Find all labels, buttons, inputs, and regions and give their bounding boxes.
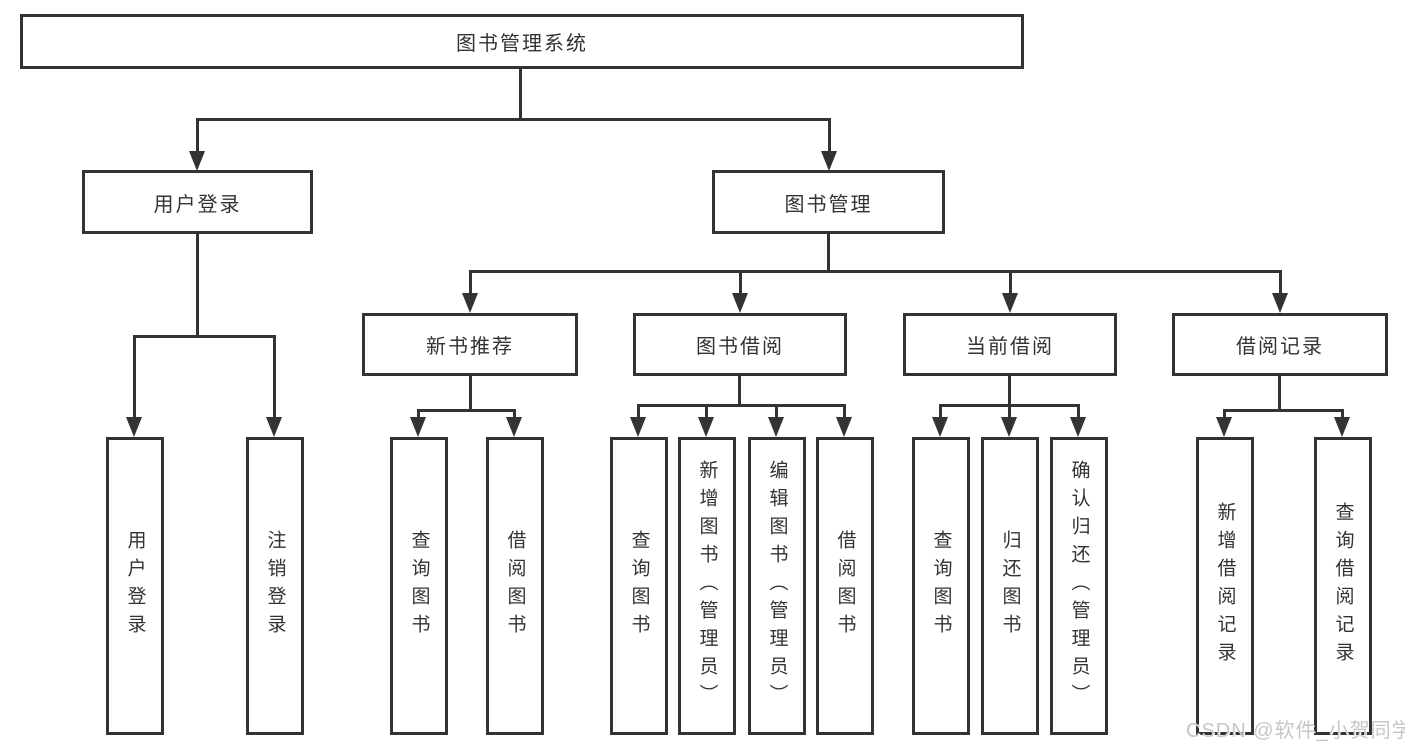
arrow-down-icon [126,417,142,437]
connector-line [739,270,742,294]
arrow-down-icon [410,417,426,437]
node-label: 新书推荐 [426,336,514,358]
leaf-label: 查询图书 [408,530,430,642]
connector-line [775,404,778,419]
leaf-label: 用户登录 [124,530,146,642]
leaf-label: 查询图书 [930,530,952,642]
connector-line [705,404,708,419]
node-library-management-system: 图书管理系统 [20,14,1024,69]
leaf-label: 查询借阅记录 [1332,502,1354,670]
arrow-down-icon [1002,293,1018,313]
arrow-down-icon [1334,417,1350,437]
leaf-query-books-borrowing: 查询图书 [610,437,668,735]
connector-line [196,118,831,121]
arrow-down-icon [1001,417,1017,437]
connector-line [417,409,516,412]
connector-line [133,335,276,338]
arrow-down-icon [506,417,522,437]
leaf-label: 新增借阅记录 [1214,502,1236,670]
connector-line [469,270,1282,273]
arrow-down-icon [266,417,282,437]
arrow-down-icon [932,417,948,437]
node-label: 图书管理 [784,193,873,216]
connector-line [417,409,420,419]
node-book-management: 图书管理 [712,170,945,234]
connector-line [637,404,640,419]
connector-line [1009,270,1012,294]
node-label: 图书管理系统 [456,33,588,55]
leaf-add-borrow-record: 新增借阅记录 [1196,437,1254,735]
leaf-query-books-recommend: 查询图书 [390,437,448,735]
leaf-label: 借阅图书 [504,530,526,642]
arrow-down-icon [836,417,852,437]
leaf-return-books: 归还图书 [981,437,1039,735]
arrow-down-icon [1216,417,1232,437]
node-label: 用户登录 [153,193,242,216]
arrow-down-icon [698,417,714,437]
node-new-book-recommendation: 新书推荐 [362,313,578,376]
leaf-label: 借阅图书 [834,530,856,642]
connector-line [469,270,472,294]
leaf-user-login: 用户登录 [106,437,164,735]
leaf-query-books-current: 查询图书 [912,437,970,735]
node-book-borrowing: 图书借阅 [633,313,847,376]
connector-line [738,376,741,404]
connector-line [1008,376,1011,404]
leaf-borrow-books-recommend: 借阅图书 [486,437,544,735]
connector-line [939,404,942,419]
connector-line [637,404,846,407]
connector-line [519,69,522,118]
connector-line [1077,404,1080,419]
arrow-down-icon [630,417,646,437]
leaf-borrow-books: 借阅图书 [816,437,874,735]
connector-line [828,118,831,152]
node-label: 借阅记录 [1236,336,1324,358]
node-user-login: 用户登录 [82,170,313,234]
connector-line [513,409,516,419]
connector-line [196,118,199,152]
connector-line [1278,376,1281,409]
arrow-down-icon [1070,417,1086,437]
leaf-logout: 注销登录 [246,437,304,735]
leaf-label: 归还图书 [999,530,1021,642]
leaf-confirm-return-admin: 确认归还（管理员） [1050,437,1108,735]
node-current-borrowing: 当前借阅 [903,313,1117,376]
connector-line [273,335,276,418]
arrow-down-icon [462,293,478,313]
connector-line [1008,404,1011,419]
node-borrowing-records: 借阅记录 [1172,313,1388,376]
connector-line [469,376,472,409]
connector-line [843,404,846,419]
leaf-label: 查询图书 [628,530,650,642]
connector-line [827,234,830,270]
arrow-down-icon [768,417,784,437]
leaf-label: 注销登录 [264,530,286,642]
arrow-down-icon [1272,293,1288,313]
connector-line [1279,270,1282,294]
arrow-down-icon [732,293,748,313]
connector-line [133,335,136,418]
connector-line [1341,409,1344,419]
leaf-label: 确认归还（管理员） [1068,460,1090,712]
node-label: 图书借阅 [696,336,784,358]
leaf-add-books-admin: 新增图书（管理员） [678,437,736,735]
arrow-down-icon [189,151,205,171]
leaf-query-borrow-record: 查询借阅记录 [1314,437,1372,735]
csdn-watermark: CSDN @软件_小贺同学 [1186,720,1405,742]
connector-line [1223,409,1344,412]
leaf-edit-books-admin: 编辑图书（管理员） [748,437,806,735]
leaf-label: 新增图书（管理员） [696,460,718,712]
connector-line [1223,409,1226,419]
arrow-down-icon [821,151,837,171]
connector-line [196,234,199,335]
node-label: 当前借阅 [966,336,1054,358]
leaf-label: 编辑图书（管理员） [766,460,788,712]
